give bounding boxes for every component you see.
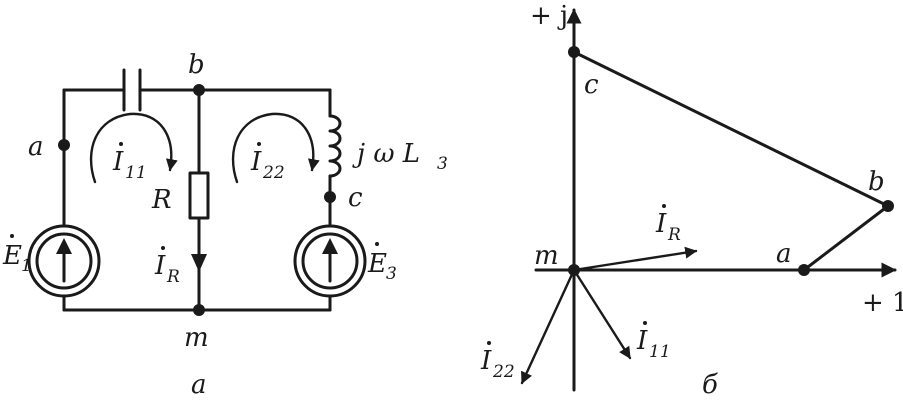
voltage-source-1 xyxy=(27,224,101,298)
real-axis-label: + 1 xyxy=(862,288,903,318)
loop-current-1-label: I 11 xyxy=(112,142,147,183)
circuit-wires xyxy=(62,88,332,312)
current-R-label: I R xyxy=(154,246,180,287)
phasor-I-R-label: I R xyxy=(655,204,681,245)
node-a-dot xyxy=(58,139,70,151)
svg-text:I: I xyxy=(250,147,262,177)
node-m-label: m xyxy=(184,323,209,353)
svg-text:E: E xyxy=(367,249,387,279)
svg-text:11: 11 xyxy=(125,163,147,183)
svg-text:I: I xyxy=(480,346,492,376)
svg-text:E: E xyxy=(2,241,22,271)
svg-text:11: 11 xyxy=(649,342,671,362)
circuit-caption: а xyxy=(191,370,207,400)
circuit-diagram: a b c m R E 1 E 3 j ω L 3 I 11 I xyxy=(2,50,448,400)
source-1-label: E 1 xyxy=(2,234,32,276)
node-m-dot xyxy=(193,304,205,316)
phasor-I-22 xyxy=(520,268,576,385)
svg-text:I: I xyxy=(154,251,166,281)
svg-text:22: 22 xyxy=(492,362,515,382)
svg-text:I: I xyxy=(655,209,667,239)
potential-polygon xyxy=(572,50,890,272)
inductor xyxy=(328,114,342,178)
point-a-label: a xyxy=(776,239,792,269)
svg-text:22: 22 xyxy=(262,163,285,183)
current-arrow-R xyxy=(191,254,207,272)
loop-current-1-arrow xyxy=(89,112,178,184)
point-b-dot xyxy=(882,200,894,212)
phasor-I-11 xyxy=(572,268,632,360)
imag-axis-label: + j xyxy=(530,1,568,31)
svg-text:I: I xyxy=(112,147,124,177)
loop-current-2-label: I 22 xyxy=(250,142,285,183)
svg-text:R: R xyxy=(166,267,180,287)
node-a-label: a xyxy=(28,132,44,162)
point-b-label: b xyxy=(868,167,885,197)
svg-text:3: 3 xyxy=(386,264,397,284)
resistor xyxy=(188,171,210,220)
phasor-caption: б xyxy=(702,370,718,400)
node-b-label: b xyxy=(188,50,205,80)
node-c-label: c xyxy=(348,183,363,213)
phasor-I-11-label: I 11 xyxy=(636,321,671,362)
point-a-dot xyxy=(798,264,810,276)
phasor-I-22-label: I 22 xyxy=(480,341,515,382)
svg-text:1: 1 xyxy=(21,256,32,276)
phasor-I-R xyxy=(572,246,698,272)
resistor-label: R xyxy=(151,185,172,215)
point-c-label: c xyxy=(584,70,599,100)
inductor-label: j ω L 3 xyxy=(352,139,448,174)
point-c-dot xyxy=(568,46,580,58)
svg-text:R: R xyxy=(667,225,681,245)
svg-text:j ω L: j ω L xyxy=(352,139,420,169)
capacitor xyxy=(122,68,142,112)
voltage-source-3 xyxy=(293,224,367,298)
source-3-label: E 3 xyxy=(367,242,397,284)
loop-current-2-arrow xyxy=(231,112,320,184)
node-b-dot xyxy=(193,84,205,96)
node-c-dot xyxy=(324,191,336,203)
phasor-diagram: + j + 1 a b c m I R I 11 I 22 б xyxy=(480,1,903,400)
svg-text:I: I xyxy=(636,326,648,356)
point-m-label: m xyxy=(534,241,559,271)
svg-text:3: 3 xyxy=(437,154,448,174)
